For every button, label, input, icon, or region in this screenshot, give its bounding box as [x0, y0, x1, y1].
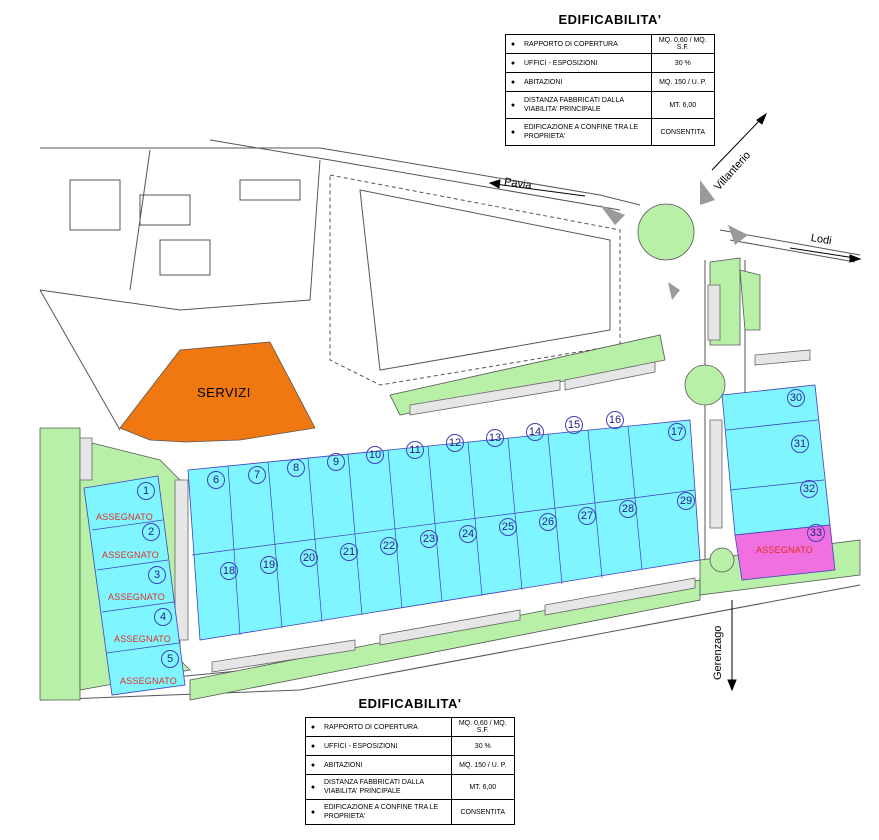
- row-label: EDIFICAZIONE A CONFINE TRA LE PROPRIETA': [320, 799, 452, 825]
- lot-number: 21: [340, 543, 358, 561]
- lot-number: 27: [578, 507, 596, 525]
- assegnato-label-1: ASSEGNATO: [96, 512, 153, 522]
- row-label: ABITAZIONI: [320, 755, 452, 775]
- row-label: RAPPORTO DI COPERTURA: [320, 717, 452, 737]
- row-value: 30 %: [450, 736, 516, 756]
- row-value: MT. 6,00: [450, 774, 516, 800]
- lot-number: 30: [787, 389, 805, 407]
- row-label: ABITAZIONI: [520, 72, 652, 92]
- row-value: CONSENTITA: [650, 118, 716, 146]
- lot-number: 1: [137, 482, 155, 500]
- row-label: UFFICI - ESPOSIZIONI: [320, 736, 452, 756]
- row-label: EDIFICAZIONE A CONFINE TRA LE PROPRIETA': [520, 118, 652, 146]
- parking-strips: [79, 284, 811, 673]
- lot-number: 19: [260, 556, 278, 574]
- lots-right-area: [721, 384, 836, 581]
- row-value: MQ. 0,60 / MQ. S.F.: [650, 34, 716, 54]
- lot-number: 10: [366, 446, 384, 464]
- row-label: DISTANZA FABBRICATI DALLA VIABILITA' PRI…: [520, 91, 652, 119]
- row-value: MQ. 150 / U. P.: [450, 755, 516, 775]
- lots-left-dividers: [91, 519, 180, 654]
- lot-number: 17: [668, 423, 686, 441]
- table-row: ●DISTANZA FABBRICATI DALLA VIABILITA' PR…: [505, 91, 716, 119]
- assegnato-label-33: ASSEGNATO: [756, 545, 813, 555]
- lot-number: 26: [539, 513, 557, 531]
- assegnato-label-3: ASSEGNATO: [108, 592, 165, 602]
- lot-number: 22: [380, 537, 398, 555]
- edificabilita-title-top: EDIFICABILITA': [558, 12, 662, 27]
- row-label: UFFICI - ESPOSIZIONI: [520, 53, 652, 73]
- lot-number: 4: [154, 608, 172, 626]
- lot-number: 6: [207, 471, 225, 489]
- table-row: ●EDIFICAZIONE A CONFINE TRA LE PROPRIETA…: [505, 118, 716, 146]
- row-value: 30 %: [650, 53, 716, 73]
- lot-number: 28: [619, 500, 637, 518]
- table-row: ●DISTANZA FABBRICATI DALLA VIABILITA' PR…: [305, 774, 516, 800]
- lot-number: 5: [161, 650, 179, 668]
- lot-number: 7: [248, 466, 266, 484]
- lot-number: 32: [800, 480, 818, 498]
- lot-number: 9: [327, 453, 345, 471]
- row-value: MQ. 150 / U. P.: [650, 72, 716, 92]
- assegnato-label-5: ASSEGNATO: [120, 676, 177, 686]
- lot-number: 18: [220, 562, 238, 580]
- assegnato-label-4: ASSEGNATO: [114, 634, 171, 644]
- direction-arrows: [488, 112, 862, 692]
- lot-number: 12: [446, 434, 464, 452]
- lot-number: 8: [287, 459, 305, 477]
- lot-number: 25: [499, 518, 517, 536]
- lot-number: 20: [300, 549, 318, 567]
- lot-number: 16: [606, 411, 624, 429]
- direction-label-gerenzago: Gerenzago: [712, 625, 724, 680]
- lot-number: 29: [677, 492, 695, 510]
- row-label: DISTANZA FABBRICATI DALLA VIABILITA' PRI…: [320, 774, 452, 800]
- lots-main-dividers: [191, 425, 696, 636]
- lot-number: 15: [565, 416, 583, 434]
- lot-number: 13: [486, 429, 504, 447]
- edificabilita-title-bottom: EDIFICABILITA': [358, 696, 462, 711]
- lot-number: 33: [807, 524, 825, 542]
- lots-main-area: [187, 419, 701, 641]
- assegnato-label-2: ASSEGNATO: [102, 550, 159, 560]
- lot-number: 31: [791, 435, 809, 453]
- lot-number: 14: [526, 423, 544, 441]
- lot-number: 2: [142, 523, 160, 541]
- servizi-area: [119, 341, 316, 443]
- row-value: MT. 6,00: [650, 91, 716, 119]
- table-row: ●EDIFICAZIONE A CONFINE TRA LE PROPRIETA…: [305, 799, 516, 825]
- lot-number: 23: [420, 530, 438, 548]
- row-label: RAPPORTO DI COPERTURA: [520, 34, 652, 54]
- lot-number: 3: [148, 566, 166, 584]
- row-value: MQ. 0,60 / MQ. S.F.: [450, 717, 516, 737]
- lot-number: 11: [406, 441, 424, 459]
- servizi-label: SERVIZI: [197, 385, 251, 400]
- row-value: CONSENTITA: [450, 799, 516, 825]
- roundabout-islands: [600, 180, 748, 300]
- lot-number: 24: [459, 525, 477, 543]
